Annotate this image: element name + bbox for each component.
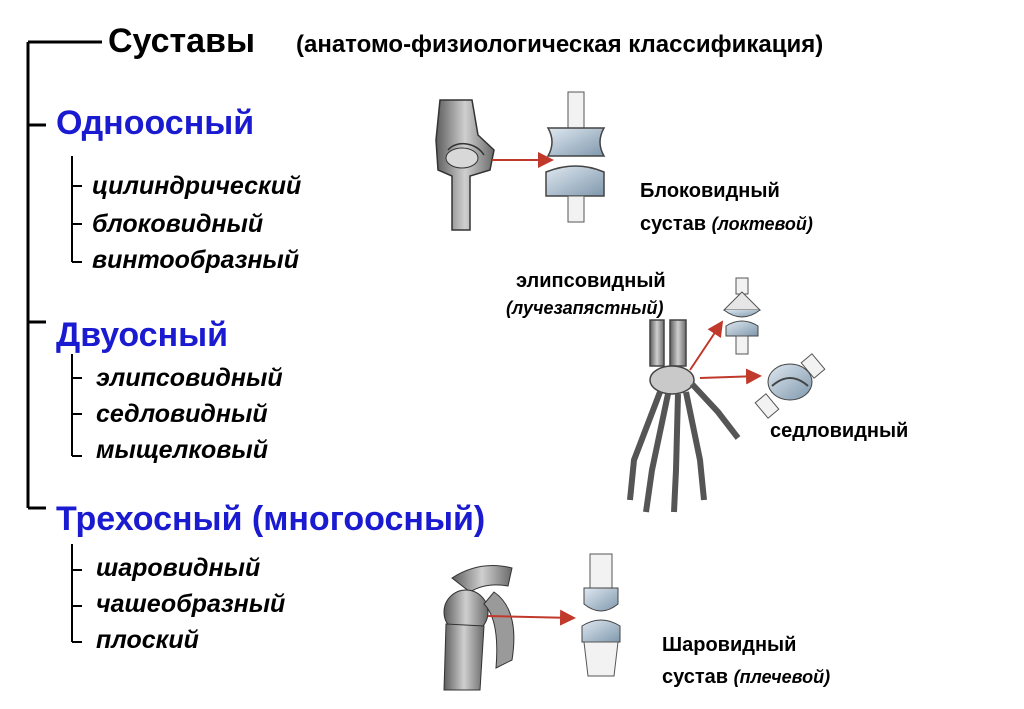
caption-saddle: седловидный — [770, 420, 909, 442]
page-title: Суставы — [108, 22, 256, 60]
shoulder-bone-illustration — [443, 565, 515, 691]
item-ellipsoid: элипсовидный — [96, 364, 283, 392]
item-cylindrical: цилиндрический — [92, 172, 302, 200]
trochlear-joint-model — [545, 91, 606, 223]
ellipsoid-arrow — [689, 320, 724, 371]
caption-trochlear-line2: сустав (локтевой) — [640, 213, 813, 235]
saddle-joint-model — [754, 353, 826, 419]
ball-arrow — [487, 609, 576, 626]
category-uniaxial: Одноосный — [56, 104, 255, 142]
item-saddle: седловидный — [96, 400, 268, 428]
page-subtitle: (анатомо-физиологическая классификация) — [296, 31, 824, 58]
item-plane: плоский — [96, 626, 199, 654]
elbow-bone-illustration — [435, 99, 495, 231]
category-biaxial: Двуосный — [56, 316, 229, 354]
item-condylar: мыщелковый — [96, 436, 269, 464]
caption-trochlear-line1: Блоковидный — [640, 180, 780, 202]
item-cotyloid: чашеобразный — [96, 590, 286, 618]
saddle-arrow — [699, 368, 762, 385]
hand-skeleton-illustration — [627, 319, 741, 513]
item-spheroid: шаровидный — [96, 554, 261, 582]
item-helical: винтообразный — [92, 246, 300, 274]
item-trochlear: блоковидный — [92, 210, 264, 238]
caption-ball-line2: сустав (плечевой) — [662, 666, 831, 688]
ball-joint-model — [581, 553, 621, 677]
category-triaxial: Трехосный (многоосный) — [56, 500, 486, 538]
ellipsoid-joint-model — [722, 277, 762, 355]
caption-ellipsoid-line2: (лучезапястный) — [506, 298, 664, 318]
caption-ellipsoid-line1: элипсовидный — [516, 270, 666, 292]
caption-ball-line1: Шаровидный — [662, 634, 797, 656]
